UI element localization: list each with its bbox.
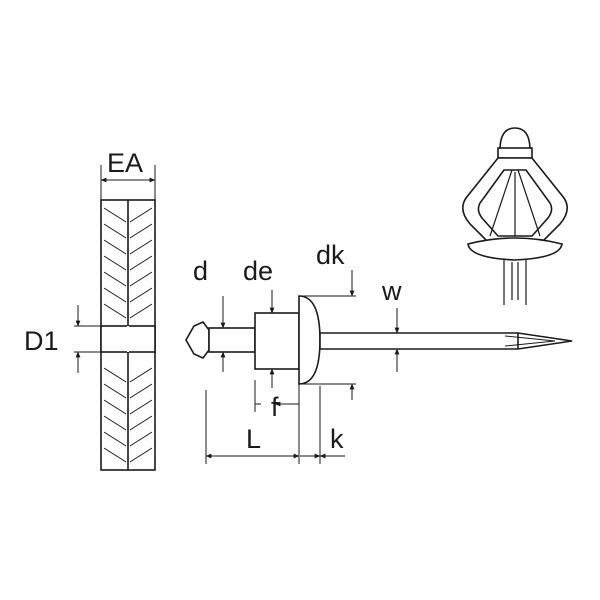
dimension-D1 [74,305,101,373]
rivet-sleeve [254,312,300,370]
hatch-line-right [129,303,153,319]
label-k: k [330,424,344,454]
label-de: de [243,256,273,286]
hatch-line-left [103,223,127,239]
hatch-line-left [103,271,127,287]
hatch-line-right [129,399,153,415]
rivet-head [298,295,321,385]
mandrel-tail [185,321,210,359]
dimension-dk [299,270,356,400]
dimension-f [254,380,300,412]
label-d: d [193,256,208,286]
hatch-line-left [103,399,127,415]
hatch-line-left [103,447,127,463]
hatch-line-right [129,271,153,287]
mandrel-head-dome [499,127,531,151]
hatch-line-left [103,287,127,303]
set-rivet-inner-lines [489,169,541,305]
hatch-line-left [103,303,127,319]
hatch-line-right [129,447,153,463]
hatch-line-left [103,367,127,383]
mandrel-stem [319,332,573,350]
hatch-line-right [129,239,153,255]
workpiece-hatching [103,207,153,463]
hatch-line-left [103,239,127,255]
label-dk: dk [316,240,345,270]
hatch-line-left [103,255,127,271]
hatch-line-right [129,223,153,239]
label-w: w [381,276,402,306]
dimension-k [300,386,345,464]
mandrel-head-cap [497,147,533,159]
dimension-L [205,390,300,464]
label-EA: EA [107,148,143,178]
hatch-line-right [129,255,153,271]
hatch-line-left [103,207,127,223]
hatch-line-right [129,383,153,399]
hatch-line-right [129,367,153,383]
workpiece-section [100,199,156,471]
hatch-line-right [129,431,153,447]
hatch-line-right [129,287,153,303]
dimension-EA [100,165,156,200]
rivet-flange [467,237,563,261]
hatch-line-right [129,415,153,431]
hatch-line-right [129,207,153,223]
hatch-line-left [103,431,127,447]
label-D1: D1 [24,326,59,356]
mandrel-shank-left [208,327,256,353]
hatch-line-left [103,415,127,431]
label-f: f [271,392,279,422]
label-L: L [246,424,261,454]
rivet-side-view [185,295,573,385]
mandrel-point-lines [504,335,556,347]
hatch-line-left [103,383,127,399]
